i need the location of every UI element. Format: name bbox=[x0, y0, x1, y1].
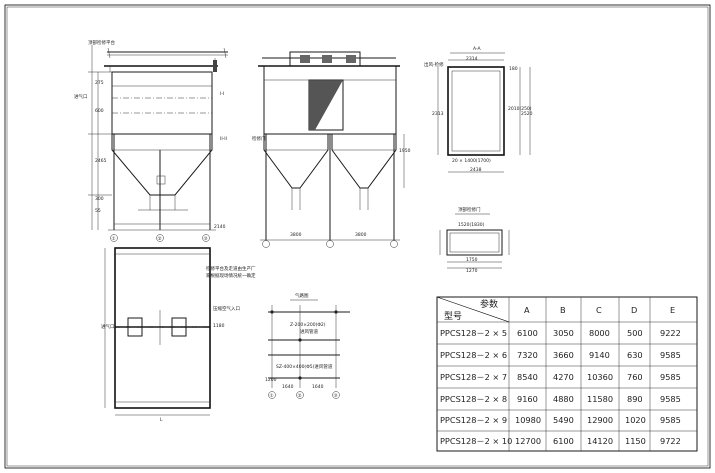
table-row-2-D: 630 bbox=[627, 350, 643, 360]
table-row-5-C: 12900 bbox=[587, 415, 613, 425]
side-bottom-dim-2: 3800 bbox=[355, 232, 367, 238]
plan-inlet-label: 进气口 bbox=[101, 323, 115, 330]
side-right-dim: 1950 bbox=[399, 148, 411, 154]
table-row-1-model: PPCS128－2 × 5 bbox=[440, 328, 507, 338]
table-col-E: E bbox=[670, 305, 675, 315]
table-row-3-E: 9585 bbox=[660, 372, 681, 382]
plan-outlet-label: 压缩空气入口 bbox=[213, 305, 240, 312]
pipeline-axis-3: ③ bbox=[334, 393, 338, 399]
table-row-4-E: 9585 bbox=[660, 394, 681, 404]
front-mark-5: 55 bbox=[95, 208, 101, 214]
plan-note-2: 家根据现场情况统一确定 bbox=[206, 272, 256, 279]
sheet-border bbox=[4, 4, 711, 469]
front-bottom-dim: 2140 bbox=[214, 224, 226, 230]
table-row-1-D: 500 bbox=[627, 328, 643, 338]
section-dim-5: 180 bbox=[509, 66, 518, 72]
pipeline-pipe-a-sub: 进风管道 bbox=[300, 328, 318, 335]
table-row-6-C: 14120 bbox=[587, 436, 613, 446]
plan-note-1: 检修平台及走道由生产厂 bbox=[206, 265, 256, 272]
table-row-3-D: 760 bbox=[627, 372, 643, 382]
side-bottom-dim-1: 3800 bbox=[290, 232, 302, 238]
table-row-6-D: 1150 bbox=[625, 436, 646, 446]
detail-header: 顶部检修门 bbox=[458, 206, 481, 213]
pipeline-pipe-b: SZ-400×400(Φ5)进风管道 bbox=[276, 363, 333, 370]
table-row-2-C: 9140 bbox=[589, 350, 610, 360]
front-row-label-2: II-II bbox=[220, 136, 227, 142]
front-axis-2: ② bbox=[158, 236, 162, 242]
section-dim-2: 2313 bbox=[432, 111, 444, 117]
table-row-2-E: 9585 bbox=[660, 350, 681, 360]
table-row-2-B: 3660 bbox=[553, 350, 574, 360]
table-row-4-B: 4880 bbox=[553, 394, 574, 404]
table-row-6-E: 9722 bbox=[660, 436, 681, 446]
sheet-inner-border bbox=[6, 6, 709, 467]
front-mark-1: 275 bbox=[95, 80, 104, 86]
front-top-note: 顶部检修平台 bbox=[88, 39, 115, 46]
table-row-2-model: PPCS128－2 × 6 bbox=[440, 350, 507, 360]
table-col-C: C bbox=[596, 305, 602, 315]
front-mark-2: 600 bbox=[95, 108, 104, 114]
detail-dim-3: 1270 bbox=[466, 268, 478, 274]
pipeline-dim-1: 1200 bbox=[265, 377, 277, 383]
pipeline-dim-3: 1640 bbox=[312, 384, 324, 390]
pipeline-pipe-a: Z-200×200(Φ2) bbox=[290, 322, 326, 328]
table-row-4-D: 890 bbox=[627, 394, 643, 404]
table-row-4-C: 11580 bbox=[587, 394, 613, 404]
section-dim-4: 2010(250) bbox=[508, 106, 532, 112]
front-axis-1: ① bbox=[112, 236, 116, 242]
table-row-3-A: 8540 bbox=[517, 372, 538, 382]
section-dim-6: 2438 bbox=[470, 167, 482, 173]
param-table: 参数 型号 A B C D E PPCS128－2 × 5 6100 3050 … bbox=[436, 296, 698, 452]
table-col-D: D bbox=[631, 305, 637, 315]
plan-view: 检修平台及走道由生产厂 家根据现场情况统一确定 压缩空气入口 1180 进气口 … bbox=[101, 247, 256, 423]
section-header: A-A bbox=[473, 46, 482, 52]
section-dim-1: 2314 bbox=[466, 56, 478, 62]
side-view: 检修门 1950 3800 3800 bbox=[252, 51, 411, 248]
section-note: 20 × 1400(1700) bbox=[452, 158, 491, 164]
table-row-1-B: 3050 bbox=[553, 328, 574, 338]
side-label: 检修门 bbox=[252, 135, 266, 142]
table-row-1-A: 6100 bbox=[517, 328, 538, 338]
table-row-3-model: PPCS128－2 × 7 bbox=[440, 372, 507, 382]
table-row-5-E: 9585 bbox=[660, 415, 681, 425]
table-row-3-B: 4270 bbox=[553, 372, 574, 382]
table-row-5-A: 10980 bbox=[515, 415, 541, 425]
front-axis-3: ③ bbox=[204, 236, 208, 242]
table-row-5-B: 5490 bbox=[553, 415, 574, 425]
table-row-1-C: 8000 bbox=[589, 328, 610, 338]
table-row-5-model: PPCS128－2 × 9 bbox=[440, 415, 507, 425]
table-row-4-model: PPCS128－2 × 8 bbox=[440, 394, 507, 404]
plan-bottom-label: L bbox=[160, 417, 163, 423]
table-header-model: 型号 bbox=[444, 311, 462, 322]
section-a-a: A-A 出风-检修 2314 2313 2520 2010(250) 180 2… bbox=[424, 46, 533, 173]
door-detail: 顶部检修门 1520(1830) 1750 1270 bbox=[439, 206, 510, 274]
table-row-4-A: 9160 bbox=[517, 394, 538, 404]
front-view: 顶部检修平台 进气口 I-I II-II 275 600 2465 300 55… bbox=[74, 39, 228, 242]
plan-side-dim: 1180 bbox=[213, 323, 225, 329]
table-row-6-A: 12700 bbox=[515, 436, 541, 446]
detail-dim-2: 1750 bbox=[466, 257, 478, 263]
table-header-param: 参数 bbox=[480, 298, 498, 310]
table-row-5-D: 1020 bbox=[625, 415, 646, 425]
front-left-label: 进气口 bbox=[74, 93, 88, 100]
pipeline-axis-2: ② bbox=[298, 393, 302, 399]
detail-dim-1: 1520(1830) bbox=[458, 222, 485, 228]
table-row-1-E: 9222 bbox=[660, 328, 681, 338]
table-col-A: A bbox=[524, 305, 530, 315]
pipeline-axis-1: ① bbox=[270, 393, 274, 399]
front-row-label-1: I-I bbox=[220, 91, 224, 97]
pipeline-header: 气路图 bbox=[295, 292, 309, 299]
section-dim-3: 2520 bbox=[521, 111, 533, 117]
pipeline-dim-2: 1640 bbox=[282, 384, 294, 390]
table-col-B: B bbox=[560, 305, 566, 315]
front-mark-3: 2465 bbox=[95, 158, 107, 164]
pipeline-diagram: 气路图 Z-200×200(Φ2) 进风管道 SZ-400×400(Φ5)进风管… bbox=[265, 292, 350, 399]
table-row-6-model: PPCS128－2 × 10 bbox=[440, 436, 512, 446]
front-mark-4: 300 bbox=[95, 196, 104, 202]
section-left-mark: 出风-检修 bbox=[424, 61, 444, 68]
table-row-2-A: 7320 bbox=[517, 350, 538, 360]
table-row-6-B: 6100 bbox=[553, 436, 574, 446]
table-row-3-C: 10360 bbox=[587, 372, 613, 382]
